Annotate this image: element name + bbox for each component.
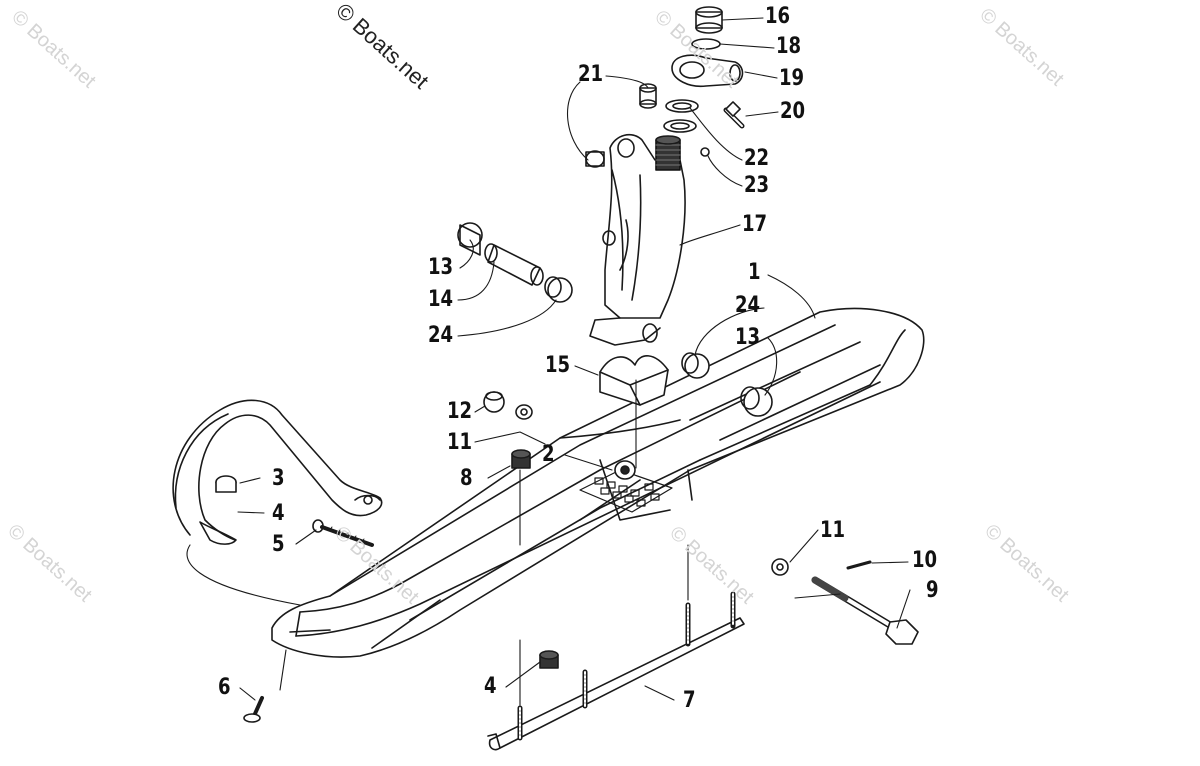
callout-15: 15 (545, 353, 571, 378)
callout-4-upper: 4 (272, 501, 285, 526)
callout-3: 3 (272, 466, 285, 491)
callout-9: 9 (926, 578, 939, 603)
washer-11b (771, 558, 789, 576)
callout-8: 8 (460, 466, 473, 491)
handle-nut-4a (215, 475, 237, 493)
handle-bolt-5 (312, 519, 374, 547)
callout-2: 2 (542, 442, 555, 467)
washer-11a (515, 404, 533, 420)
spindle-bolt-9 (811, 576, 919, 645)
bushing-21b (585, 150, 605, 168)
callout-20: 20 (780, 99, 806, 124)
spindle-strut (589, 133, 686, 346)
callout-24-right: 24 (735, 293, 761, 318)
callout-17: 17 (742, 212, 768, 237)
nut-4b (539, 650, 559, 669)
ski-handle-loop (172, 399, 383, 545)
bushing-24a (544, 276, 573, 303)
wear-bar-7 (487, 591, 745, 751)
callout-24-left: 24 (428, 323, 454, 348)
callout-18: 18 (776, 34, 802, 59)
callout-19: 19 (779, 66, 805, 91)
leader-lines (186, 17, 911, 706)
saddle-grid (579, 469, 673, 513)
spacer-sleeve-14 (484, 243, 544, 286)
callout-1: 1 (748, 260, 761, 285)
clamp-bolt-20 (723, 101, 745, 129)
washer-22b (663, 119, 697, 133)
callout-11-lower: 11 (820, 518, 846, 543)
callout-7: 7 (683, 688, 696, 713)
washer-22a (665, 99, 699, 113)
callout-4-lower: 4 (484, 674, 497, 699)
nut-8 (511, 449, 531, 469)
bushing-24b (681, 352, 710, 379)
callout-13-lower: 13 (735, 325, 761, 350)
callout-10: 10 (912, 548, 938, 573)
callout-6: 6 (218, 675, 231, 700)
spindle-thread (655, 135, 681, 171)
callout-13-upper: 13 (428, 255, 454, 280)
callout-11-upper: 11 (447, 430, 473, 455)
saddle-block-15 (599, 355, 669, 406)
screw-6 (243, 696, 264, 723)
steering-arm-clamp (671, 54, 744, 88)
callout-14: 14 (428, 287, 454, 312)
callout-5: 5 (272, 532, 285, 557)
callout-22: 22 (744, 146, 770, 171)
grease-fitting-23 (700, 147, 710, 157)
callout-16: 16 (765, 4, 791, 29)
bushing-21a (639, 83, 657, 109)
callout-23: 23 (744, 173, 770, 198)
nut-12 (483, 391, 505, 413)
bushing-13a (457, 222, 483, 256)
callout-12: 12 (447, 399, 473, 424)
cotter-pin-10 (846, 560, 872, 570)
callout-21: 21 (578, 62, 604, 87)
washer-nut-2 (614, 460, 636, 480)
spindle-cap (695, 6, 723, 34)
ski-body (271, 307, 925, 658)
